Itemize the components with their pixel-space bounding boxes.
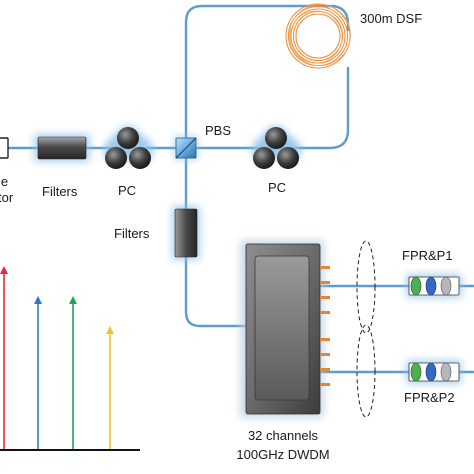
source-label-fragment-bottom: tor bbox=[0, 190, 14, 205]
dsf-label: 300m DSF bbox=[360, 11, 422, 26]
spectrum-lines bbox=[0, 266, 114, 449]
channel-bundle-ellipses bbox=[356, 240, 376, 418]
source-component bbox=[0, 137, 9, 159]
spectrum-arrowhead-1 bbox=[0, 266, 8, 274]
pc-2-component bbox=[252, 126, 301, 169]
source-label-fragment-top: le bbox=[0, 174, 8, 189]
fiber-pbs-to-pc2 bbox=[194, 66, 350, 150]
spectrum-arrowhead-4 bbox=[106, 326, 114, 334]
spectrum-arrowhead-3 bbox=[69, 296, 77, 304]
dwdm-label-line2: 100GHz DWDM bbox=[236, 447, 329, 462]
fpr-p2-label: FPR&P2 bbox=[404, 390, 455, 405]
spectrum-arrowhead-2 bbox=[34, 296, 42, 304]
pc-1-component bbox=[104, 126, 153, 169]
filters-1-label: Filters bbox=[42, 184, 78, 199]
fiber-pbs-up-loop bbox=[184, 4, 350, 140]
pc-1-label: PC bbox=[118, 183, 136, 198]
fpr-p2-component bbox=[406, 360, 462, 384]
pbs-component bbox=[174, 136, 198, 160]
pbs-label: PBS bbox=[205, 123, 231, 138]
fiber-filters-to-dwdm bbox=[184, 254, 248, 328]
pc-2-label: PC bbox=[268, 180, 286, 195]
filters-1-component bbox=[34, 134, 90, 162]
dwdm-output-ports bbox=[320, 266, 330, 386]
filters-2-label: Filters bbox=[114, 226, 150, 241]
dwdm-component bbox=[240, 240, 330, 418]
fpr-p1-component bbox=[406, 274, 462, 298]
spectrum-inset bbox=[0, 266, 140, 451]
filters-2-component bbox=[172, 206, 200, 260]
dsf-fiber-coil bbox=[285, 3, 351, 69]
dwdm-label-line1: 32 channels bbox=[248, 428, 319, 443]
fpr-p1-label: FPR&P1 bbox=[402, 248, 453, 263]
